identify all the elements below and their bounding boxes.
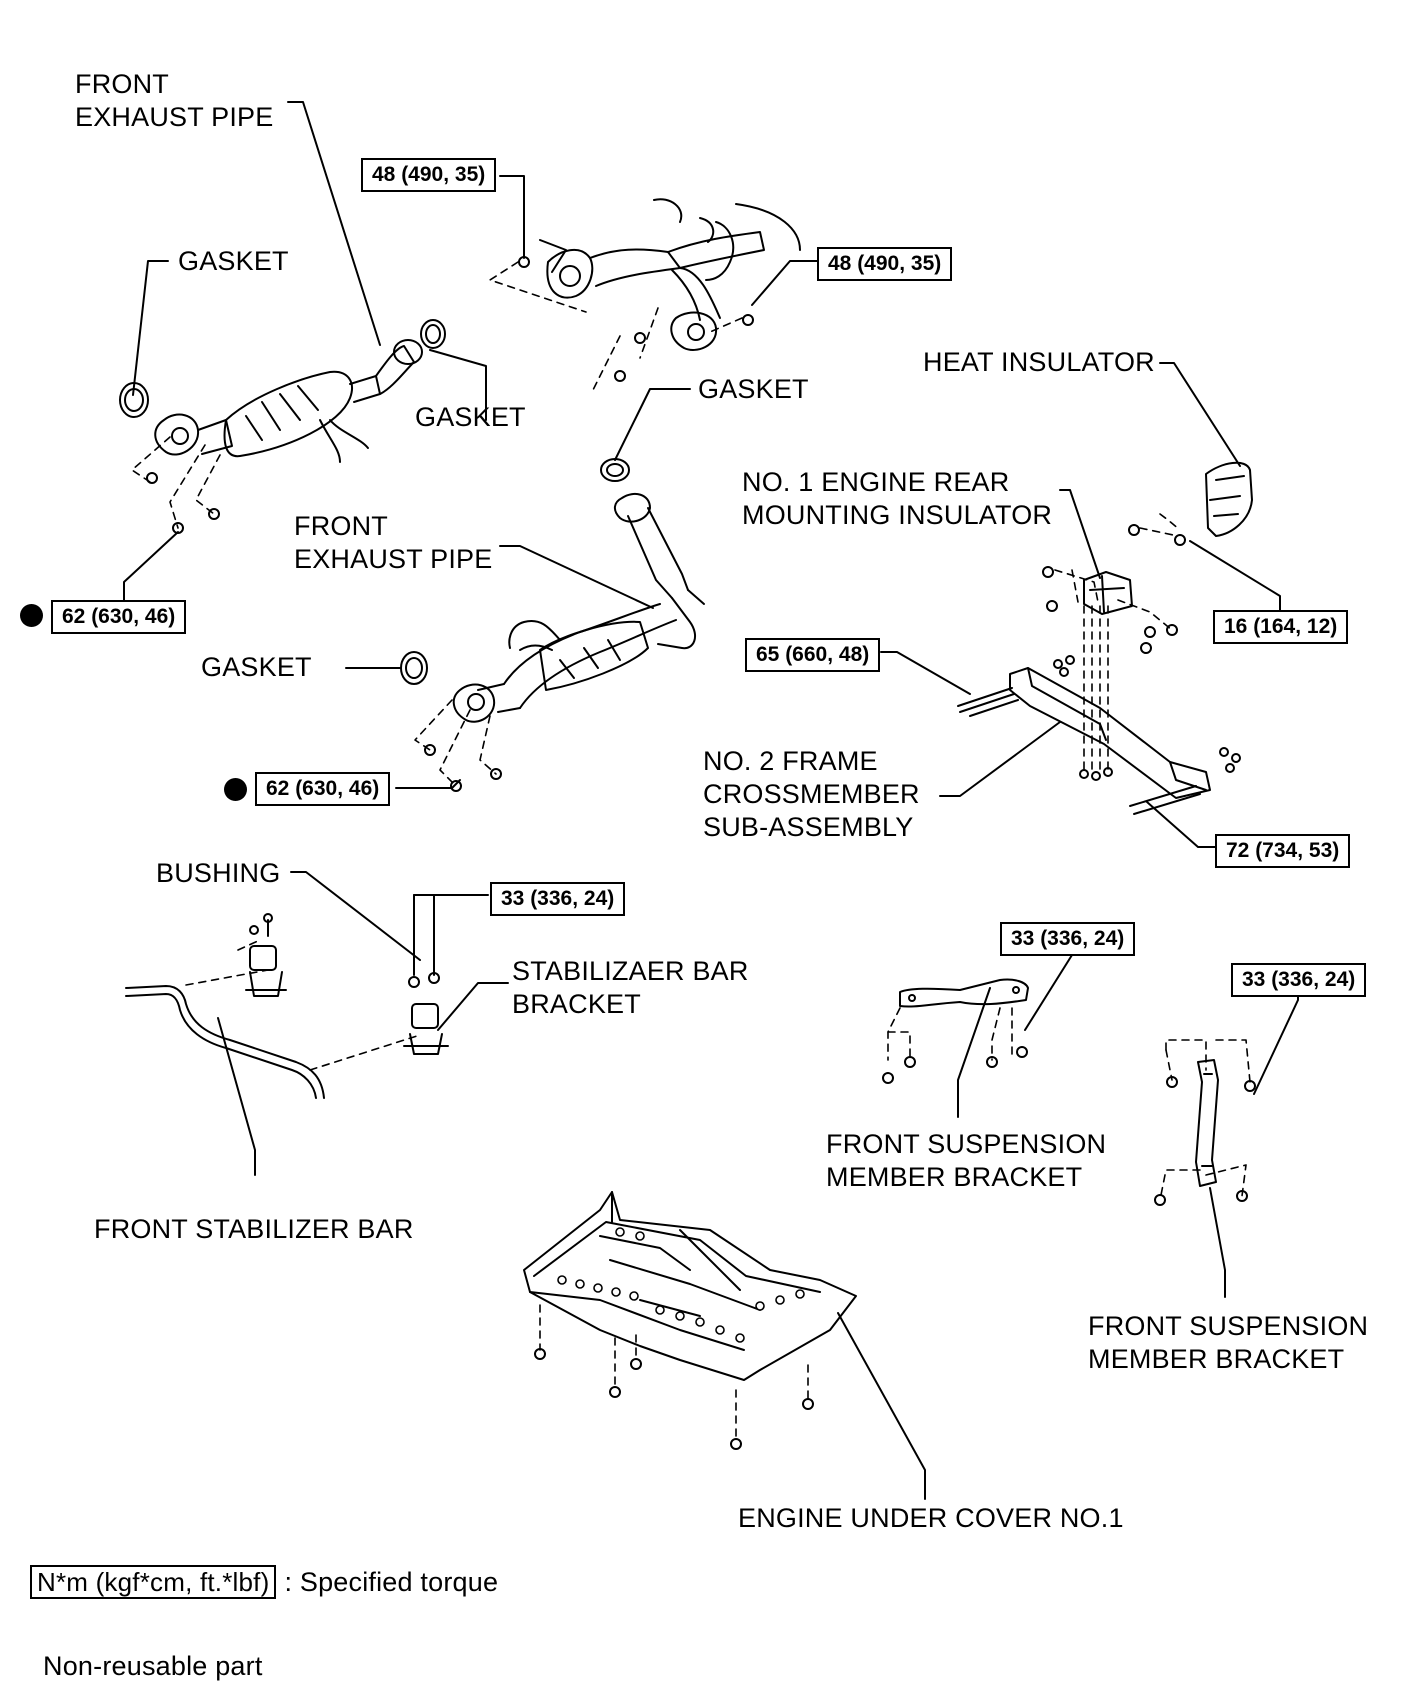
label-gasket-3: GASKET bbox=[698, 374, 809, 404]
torque-value-62-lower: 62 (630, 46) bbox=[255, 772, 391, 806]
legend-non-reusable: Non-reusable part bbox=[43, 1651, 263, 1681]
torque-value-33-stabilizer: 33 (336, 24) bbox=[490, 882, 626, 916]
legend-torque-desc: : Specified torque bbox=[284, 1567, 499, 1597]
label-stabilizer-bar-bracket: STABILIZAER BAR BRACKET bbox=[512, 956, 749, 1019]
label-frame-crossmember: NO. 2 FRAME CROSSMEMBER SUB-ASSEMBLY bbox=[703, 746, 920, 842]
label-gasket-2: GASKET bbox=[415, 402, 526, 432]
torque-value-33-bracket-2: 33 (336, 24) bbox=[1231, 963, 1367, 997]
torque-value-72: 72 (734, 53) bbox=[1215, 834, 1351, 868]
front-suspension-member-bracket-2-part bbox=[1154, 1059, 1256, 1206]
front-exhaust-pipe-1-part bbox=[119, 319, 446, 534]
label-front-suspension-member-bracket-2: FRONT SUSPENSION MEMBER BRACKET bbox=[1088, 1311, 1369, 1374]
label-bushing: BUSHING bbox=[156, 858, 281, 888]
torque-value-62-upper: 62 (630, 46) bbox=[51, 600, 187, 634]
front-exhaust-pipe-2-part bbox=[400, 458, 705, 792]
nonreusable-icon bbox=[20, 604, 43, 627]
stabilizer-bar-part bbox=[125, 913, 449, 1099]
label-engine-under-cover: ENGINE UNDER COVER NO.1 bbox=[738, 1503, 1124, 1533]
exhaust-manifold-part bbox=[518, 198, 801, 382]
nonreusable-icon bbox=[224, 778, 247, 801]
legend-torque-unit: N*m (kgf*cm, ft.*lbf) bbox=[30, 1565, 277, 1599]
torque-value-16: 16 (164, 12) bbox=[1213, 610, 1349, 644]
frame-crossmember-part bbox=[957, 655, 1241, 815]
label-front-suspension-member-bracket-1: FRONT SUSPENSION MEMBER BRACKET bbox=[826, 1129, 1107, 1192]
assembly-dashes bbox=[131, 261, 1251, 1441]
heat-insulator-part bbox=[1128, 461, 1253, 546]
torque-value-33-bracket-1: 33 (336, 24) bbox=[1000, 922, 1136, 956]
engine-under-cover-part bbox=[523, 1191, 857, 1450]
label-gasket-4: GASKET bbox=[201, 652, 312, 682]
torque-value-65: 65 (660, 48) bbox=[745, 638, 881, 672]
torque-value-48-left: 48 (490, 35) bbox=[361, 158, 497, 192]
label-front-exhaust-pipe-2: FRONT EXHAUST PIPE bbox=[294, 511, 493, 574]
label-heat-insulator: HEAT INSULATOR bbox=[923, 347, 1155, 377]
label-front-exhaust-pipe-1: FRONT EXHAUST PIPE bbox=[75, 69, 274, 132]
label-gasket-1: GASKET bbox=[178, 246, 289, 276]
legend-specified-torque: N*m (kgf*cm, ft.*lbf): Specified torque bbox=[30, 1565, 499, 1599]
label-front-stabilizer-bar: FRONT STABILIZER BAR bbox=[94, 1214, 414, 1244]
label-engine-rear-mounting-insulator: NO. 1 ENGINE REAR MOUNTING INSULATOR bbox=[742, 467, 1053, 530]
torque-value-48-right: 48 (490, 35) bbox=[817, 247, 953, 281]
engine-rear-mounting-insulator-part bbox=[1042, 566, 1178, 654]
front-suspension-member-bracket-1-part bbox=[882, 978, 1029, 1084]
